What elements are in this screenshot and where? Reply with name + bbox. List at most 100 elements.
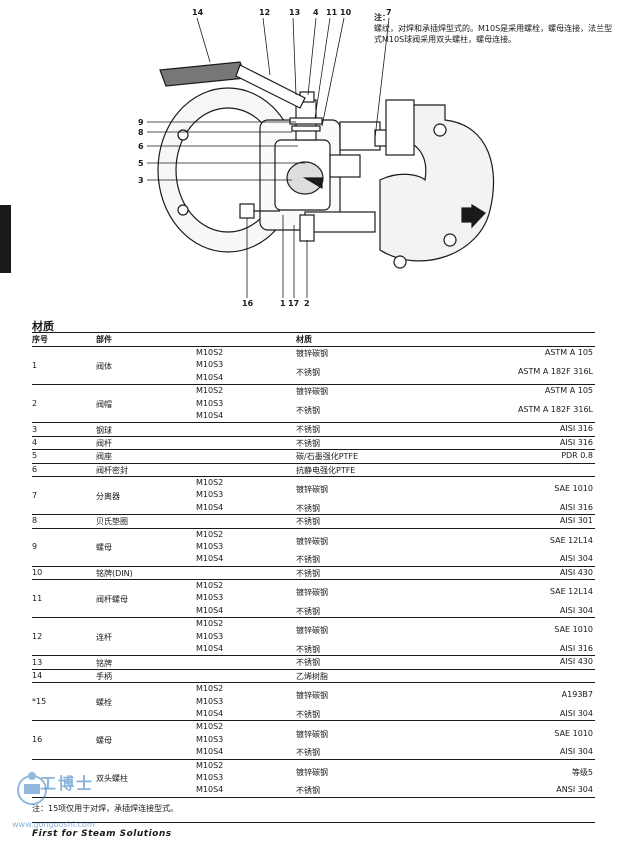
row-model: M10S2 bbox=[196, 760, 224, 770]
row-spec: AISI 316 bbox=[559, 502, 593, 512]
row-model: M10S4 bbox=[196, 554, 224, 564]
header-part: 部件 bbox=[96, 335, 112, 344]
row-model: M10S2 bbox=[196, 529, 224, 539]
row-part: 阀杆螺母 bbox=[96, 594, 128, 604]
row-model: M10S3 bbox=[196, 541, 224, 551]
row-part: 双头螺柱 bbox=[96, 774, 128, 784]
row-material: 镀锌碳钢 bbox=[296, 536, 328, 546]
row-spec: AISI 316 bbox=[559, 644, 593, 654]
row-number: 7 bbox=[32, 490, 38, 500]
row-material: 镀锌碳钢 bbox=[296, 588, 328, 598]
ball-valve-diagram: 14 12 13 4 11 10 7 9 8 6 5 3 16 1 17 2 bbox=[138, 8, 495, 308]
row-number: 16 bbox=[32, 735, 43, 745]
table-header: 序号 部件 材质 bbox=[32, 334, 595, 347]
row-number: 12 bbox=[32, 631, 43, 641]
note-title: 注： bbox=[374, 13, 390, 22]
callout-7: 7 bbox=[386, 8, 392, 17]
row-material: 镀锌碳钢 bbox=[296, 767, 328, 777]
row-material: 镀锌碳钢 bbox=[296, 387, 328, 397]
row-material: 乙烯树脂 bbox=[296, 671, 328, 681]
callout-16: 16 bbox=[242, 299, 254, 308]
row-spec: ASTM A 105 bbox=[544, 386, 593, 396]
row-part: 连杆 bbox=[96, 632, 112, 642]
row-model: M10S2 bbox=[196, 684, 224, 694]
row-material: 不锈钢 bbox=[296, 710, 320, 720]
page-edge-tab bbox=[0, 205, 11, 273]
row-spec: AISI 301 bbox=[559, 516, 593, 526]
callout-13: 13 bbox=[289, 8, 300, 17]
callout-8: 8 bbox=[138, 128, 144, 137]
row-model: M10S4 bbox=[196, 605, 224, 615]
row-part: 螺母 bbox=[96, 543, 112, 553]
row-number: 3 bbox=[32, 424, 38, 434]
row-model: M10S3 bbox=[196, 734, 224, 744]
header-material: 材质 bbox=[296, 335, 312, 344]
callout-10: 10 bbox=[340, 8, 352, 17]
row-model: M10S2 bbox=[196, 722, 224, 732]
row-spec: AISI 316 bbox=[559, 437, 593, 447]
callout-5: 5 bbox=[138, 159, 144, 168]
row-number: 1 bbox=[32, 360, 38, 370]
row-spec: AISI 316 bbox=[559, 424, 593, 434]
row-material: 不锈钢 bbox=[296, 786, 320, 796]
row-part: 阀帽 bbox=[96, 399, 112, 409]
watermark-logo bbox=[17, 772, 47, 805]
row-number: 5 bbox=[32, 451, 38, 461]
row-spec: ASTM A 182F 316L bbox=[517, 366, 593, 376]
header-no: 序号 bbox=[32, 335, 48, 344]
row-number: 10 bbox=[32, 567, 43, 577]
diagram-note: 注： 螺纹，对焊和承插焊型式的。M10S是采用螺栓，螺母连接，法兰型式M10S球… bbox=[374, 12, 614, 45]
row-spec: PDR 0.8 bbox=[561, 451, 593, 461]
callout-9: 9 bbox=[138, 118, 144, 127]
row-number: *15 bbox=[32, 696, 47, 706]
row-material: 镀锌碳钢 bbox=[296, 691, 328, 701]
row-model: M10S3 bbox=[196, 360, 224, 370]
watermark-url: www.gongboshi.com bbox=[12, 820, 95, 829]
callout-12: 12 bbox=[259, 8, 270, 17]
row-number: 8 bbox=[32, 516, 38, 526]
row-model: M10S3 bbox=[196, 593, 224, 603]
note-text: 螺纹，对焊和承插焊型式的。M10S是采用螺栓，螺母连接，法兰型式M10S球阀采用… bbox=[374, 24, 613, 44]
row-model: M10S2 bbox=[196, 581, 224, 591]
row-model: M10S4 bbox=[196, 372, 224, 382]
row-material: 镀锌碳钢 bbox=[296, 485, 328, 495]
table-row: 5 阀座 碳/石墨强化PTFE PDR 0.8 bbox=[32, 450, 595, 464]
watermark-text: 工博士 bbox=[40, 774, 95, 793]
row-part: 螺母 bbox=[96, 736, 112, 746]
row-material: 不锈钢 bbox=[296, 555, 320, 565]
row-number: 6 bbox=[32, 464, 38, 474]
row-part: 阀杆 bbox=[96, 438, 112, 448]
row-material: 不锈钢 bbox=[296, 367, 320, 377]
row-model: M10S3 bbox=[196, 490, 224, 500]
row-part: 阀体 bbox=[96, 361, 112, 371]
row-model: M10S3 bbox=[196, 631, 224, 641]
callout-14: 14 bbox=[192, 8, 204, 17]
row-model: M10S4 bbox=[196, 644, 224, 654]
row-part: 阀座 bbox=[96, 452, 112, 462]
row-material: 碳/石墨强化PTFE bbox=[296, 452, 359, 462]
row-number: 14 bbox=[32, 671, 43, 681]
callout-3: 3 bbox=[138, 176, 144, 185]
row-model: M10S2 bbox=[196, 619, 224, 629]
brand-tagline: First for Steam Solutions bbox=[32, 829, 172, 839]
row-part: 阀杆密封 bbox=[96, 465, 128, 475]
row-material: 镀锌碳钢 bbox=[296, 349, 328, 358]
row-model: M10S4 bbox=[196, 709, 224, 719]
row-spec: ANSI 304 bbox=[556, 785, 593, 795]
row-spec: AISI 430 bbox=[559, 567, 593, 577]
row-part: 手柄 bbox=[96, 672, 112, 682]
row-material: 不锈钢 bbox=[296, 658, 320, 668]
